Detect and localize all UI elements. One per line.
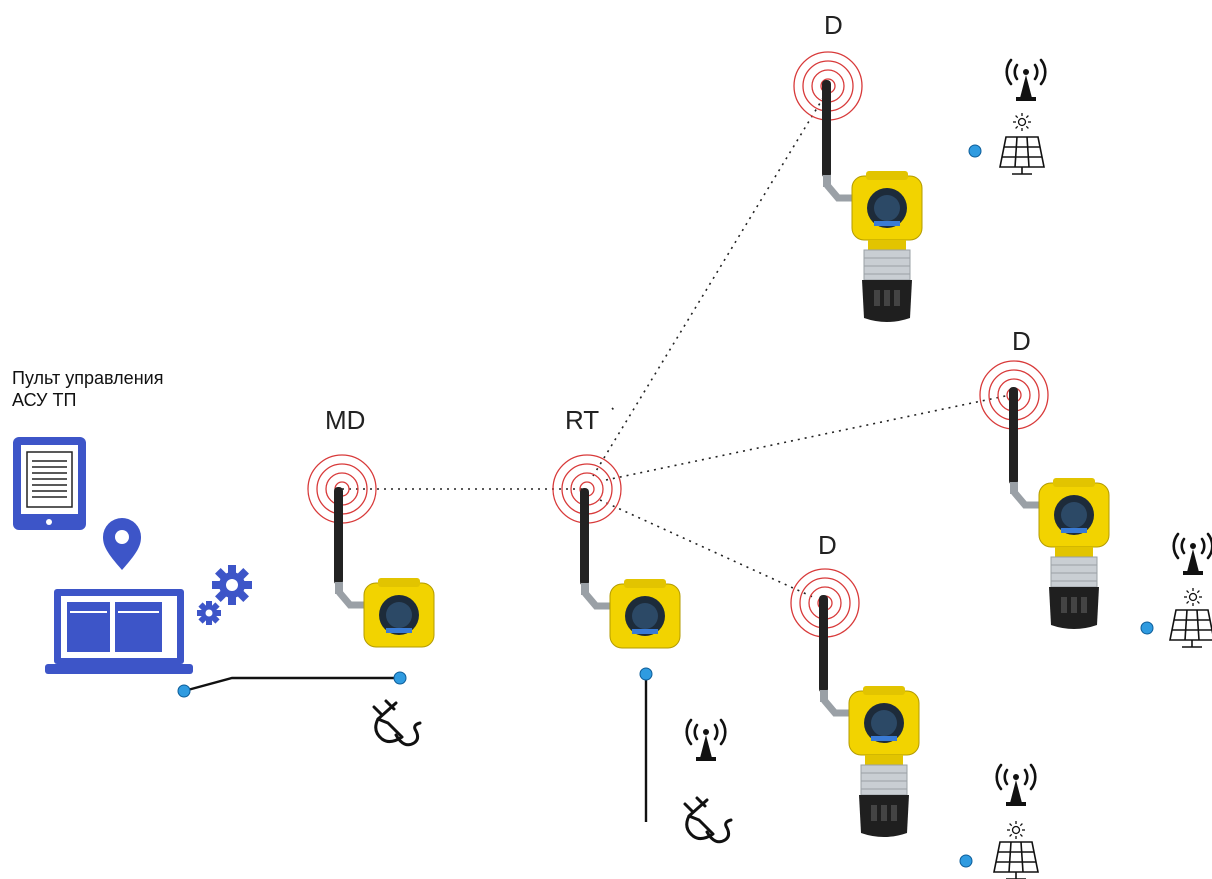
- link-rt-d-bottom: [599, 499, 816, 599]
- tablet-icon: [13, 437, 86, 530]
- antenna-icon-d-right: [1172, 532, 1212, 577]
- antenna-icon-rt: [685, 718, 727, 763]
- power-plug-icon-md: [372, 699, 422, 747]
- sun-icon-d-bottom: [1006, 820, 1026, 840]
- node-label-d-top: D: [824, 10, 843, 40]
- control-panel-label-line2: АСУ ТП: [12, 390, 77, 410]
- control-panel-label-line1: Пульт управления: [12, 368, 164, 388]
- device-md: [334, 487, 434, 647]
- connector-dot-laptop: [177, 684, 191, 698]
- wired-links: [183, 676, 648, 822]
- solar-panel-icon-d-top: [999, 136, 1045, 175]
- map-pin-icon: [103, 518, 141, 570]
- wire-laptop-md: [183, 676, 400, 693]
- gears-icon: [197, 565, 252, 625]
- node-label-rt: RT: [565, 405, 600, 435]
- node-label-d-bottom: D: [818, 530, 837, 560]
- power-plug-icon-rt: [683, 796, 733, 844]
- device-d-top: [822, 80, 922, 322]
- link-tick: [611, 407, 617, 413]
- control-panel-label: Пульт управления АСУ ТП: [12, 367, 163, 411]
- link-rt-d-right: [605, 394, 1011, 481]
- antenna-icon-d-top: [1005, 58, 1047, 103]
- connector-dot-rt: [639, 667, 653, 681]
- laptop-icon: [45, 589, 193, 674]
- antenna-icon-d-bottom: [995, 763, 1037, 808]
- connector-dot-d-bottom: [959, 854, 973, 868]
- link-rt-d-top: [592, 89, 829, 477]
- connector-dot-d-right: [1140, 621, 1154, 635]
- device-d-right: [1009, 387, 1109, 629]
- solar-panel-icon-d-bottom: [993, 841, 1039, 879]
- sun-icon-d-top: [1012, 112, 1032, 132]
- connector-dots: [177, 144, 1154, 868]
- sun-icon-d-right: [1183, 587, 1203, 607]
- connector-dot-d-top: [968, 144, 982, 158]
- node-label-md: MD: [325, 405, 366, 435]
- device-d-bottom: [819, 595, 919, 837]
- connector-dot-md: [393, 671, 407, 685]
- wireless-links: [342, 89, 1011, 599]
- node-label-d-right: D: [1012, 326, 1031, 356]
- solar-panel-icon-d-right: [1169, 609, 1212, 648]
